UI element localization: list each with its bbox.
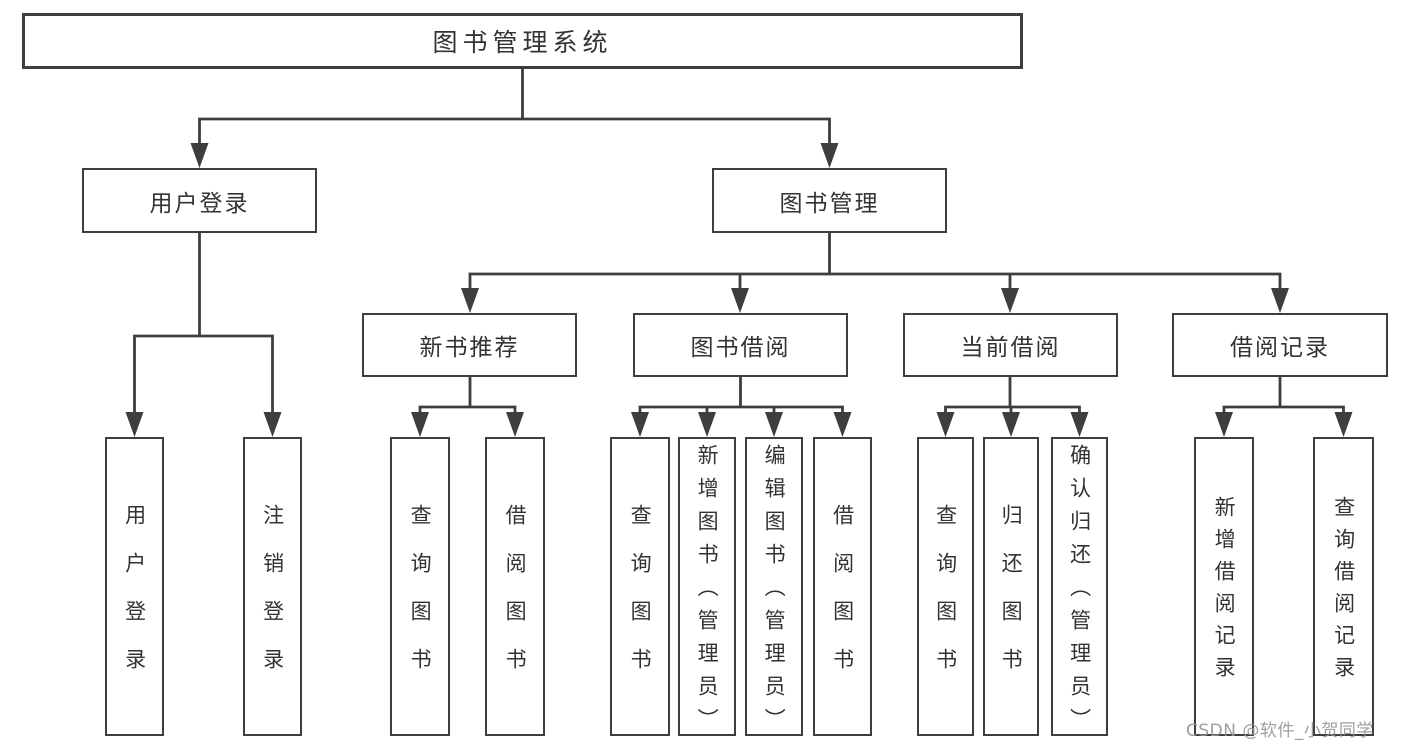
- leaf-bb-add-book-admin-label: 新增图书（管理员）: [695, 444, 720, 741]
- node-borrow-records: 借阅记录: [1172, 313, 1388, 377]
- leaf-cb-confirm-return-admin: 确认归还（管理员）: [1051, 437, 1108, 741]
- node-new-book-recommend: 新书推荐: [362, 313, 577, 377]
- leaf-logout-login: 注销登录: [243, 437, 302, 736]
- leaf-nb-query-book-label: 查询图书: [408, 504, 433, 696]
- node-book-management: 图书管理: [712, 168, 947, 233]
- leaf-br-add-record: 新增借阅记录: [1194, 437, 1254, 736]
- leaf-nb-borrow-book: 借阅图书: [485, 437, 545, 736]
- leaf-bb-borrow-book-label: 借阅图书: [830, 504, 855, 696]
- leaf-cb-query-book: 查询图书: [917, 437, 974, 736]
- leaf-user-login-label: 用户登录: [122, 504, 147, 696]
- leaf-user-login: 用户登录: [105, 437, 164, 736]
- node-book-borrow: 图书借阅: [633, 313, 848, 377]
- node-current-borrow: 当前借阅: [903, 313, 1118, 377]
- leaf-nb-borrow-book-label: 借阅图书: [503, 504, 528, 696]
- leaf-bb-edit-book-admin-label: 编辑图书（管理员）: [762, 444, 787, 741]
- leaf-bb-query-book-label: 查询图书: [628, 504, 653, 696]
- node-user-login: 用户登录: [82, 168, 317, 233]
- leaf-bb-edit-book-admin: 编辑图书（管理员）: [745, 437, 803, 741]
- csdn-watermark: CSDN @软件_小贺同学: [1186, 721, 1374, 741]
- leaf-bb-query-book: 查询图书: [610, 437, 670, 736]
- leaf-logout-login-label: 注销登录: [260, 504, 285, 696]
- leaf-cb-query-book-label: 查询图书: [933, 504, 958, 696]
- arrowheads: [125, 143, 1353, 437]
- leaf-nb-query-book: 查询图书: [390, 437, 450, 736]
- leaf-cb-return-book-label: 归还图书: [999, 504, 1024, 696]
- leaf-br-query-record: 查询借阅记录: [1313, 437, 1374, 736]
- leaf-cb-return-book: 归还图书: [983, 437, 1039, 736]
- leaf-cb-confirm-return-admin-label: 确认归还（管理员）: [1067, 444, 1092, 741]
- leaf-bb-borrow-book: 借阅图书: [813, 437, 872, 736]
- leaf-br-add-record-label: 新增借阅记录: [1212, 496, 1237, 688]
- leaf-br-query-record-label: 查询借阅记录: [1331, 496, 1356, 688]
- leaf-bb-add-book-admin: 新增图书（管理员）: [678, 437, 736, 741]
- node-root: 图书管理系统: [22, 13, 1023, 69]
